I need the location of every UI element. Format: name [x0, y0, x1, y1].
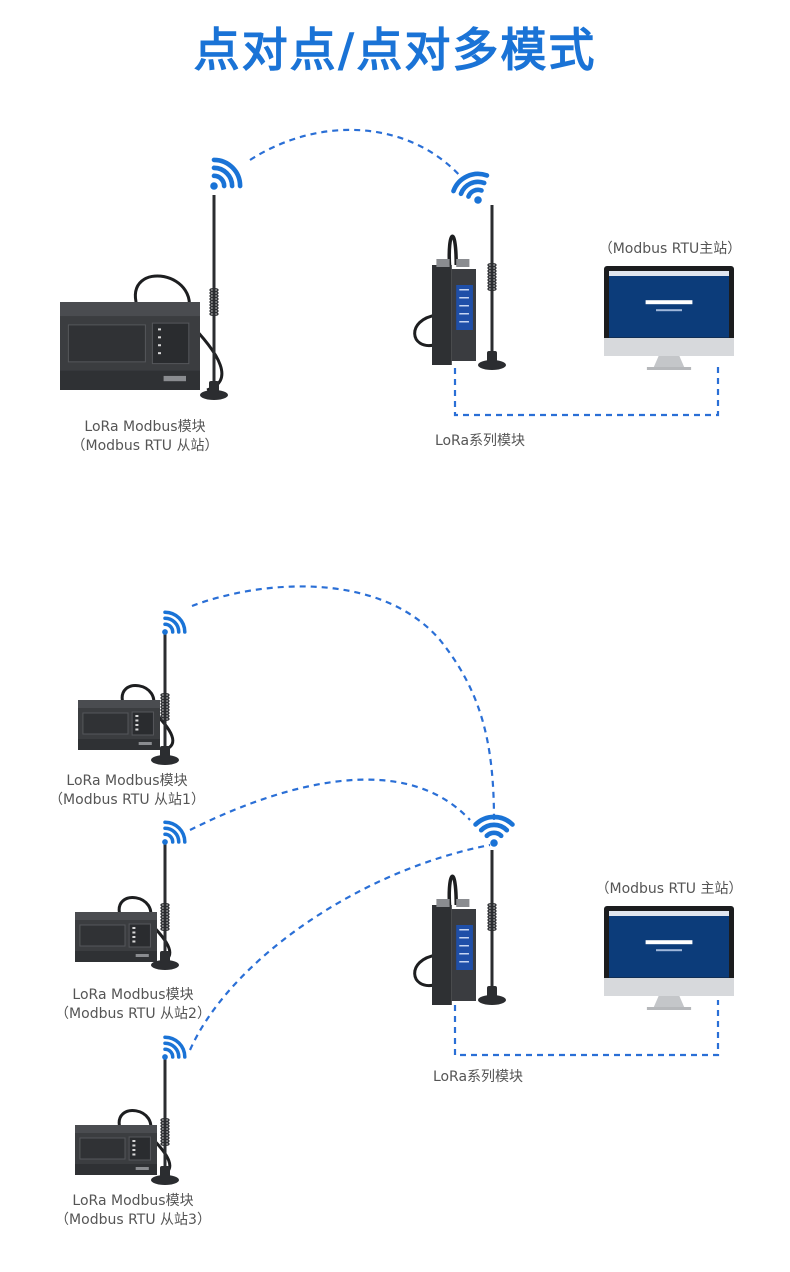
- lora-module-icon: [413, 234, 476, 365]
- p2p-slave-label: LoRa Modbus模块 （Modbus RTU 从站）: [71, 419, 219, 454]
- antenna-icon: [151, 630, 179, 765]
- lora-module-icon: [413, 874, 476, 1005]
- wifi-signal-icon: [162, 1035, 187, 1060]
- p2m-slave3-label: LoRa Modbus模块 （Modbus RTU 从站3）: [55, 1193, 211, 1228]
- wifi-signal-icon: [162, 820, 187, 845]
- wifi-signal-icon: [451, 171, 490, 204]
- p2m-master-label: （Modbus RTU 主站）: [595, 881, 743, 897]
- page-title: 点对点/点对多模式: [193, 23, 597, 77]
- p2p-serial-link: [453, 362, 720, 417]
- antenna-icon: [478, 850, 506, 1005]
- antenna-icon: [151, 1055, 179, 1185]
- plc-device-icon: [75, 896, 172, 964]
- antenna-icon: [478, 205, 506, 370]
- antenna-icon: [151, 840, 179, 970]
- wifi-signal-icon: [162, 610, 187, 635]
- wifi-signal-icon: [210, 157, 243, 190]
- p2p-master-label: （Modbus RTU主站）: [598, 241, 742, 257]
- p2m-link-slave1: [191, 585, 496, 821]
- p2p-module-label: LoRa系列模块: [434, 433, 526, 449]
- plc-device-icon: [75, 1109, 172, 1177]
- monitor-icon: [604, 906, 734, 1010]
- p2m-serial-link: [453, 1000, 720, 1057]
- p2m-link-slave2: [189, 778, 471, 831]
- wifi-signal-icon: [473, 814, 515, 847]
- plc-device-icon: [60, 274, 224, 392]
- antenna-icon: [200, 195, 228, 400]
- p2m-slave2-label: LoRa Modbus模块 （Modbus RTU 从站2）: [55, 987, 211, 1022]
- p2m-module-label: LoRa系列模块: [432, 1069, 524, 1085]
- p2m-link-slave3: [188, 843, 491, 1051]
- monitor-icon: [604, 266, 734, 370]
- p2m-slave1-label: LoRa Modbus模块 （Modbus RTU 从站1）: [49, 773, 205, 808]
- plc-device-icon: [78, 684, 175, 752]
- p2p-wireless-link: [249, 128, 463, 179]
